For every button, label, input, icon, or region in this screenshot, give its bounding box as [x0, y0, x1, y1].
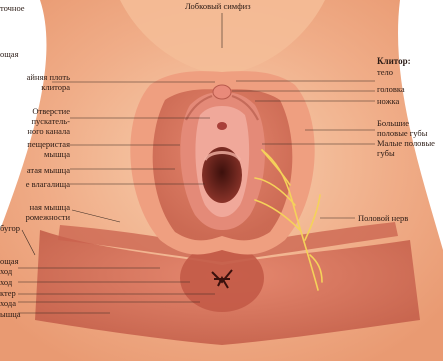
- label-pudendal-nerve: Половой нерв: [358, 214, 408, 223]
- label-left-1: ощая: [0, 50, 18, 59]
- label-left-11: ход: [0, 278, 12, 287]
- label-tuber: бугор: [0, 224, 20, 233]
- label-perineal-a: ная мышца: [30, 203, 70, 212]
- label-opening-a: Отверстие: [32, 107, 70, 116]
- label-vagina: е влагалища: [26, 180, 70, 189]
- label-clitoris-head: головка: [377, 85, 405, 94]
- label-perineal-b: ромежности: [26, 213, 70, 222]
- label-labia-minor-a: Малые половые: [377, 139, 435, 148]
- label-prepuce-b: клитора: [41, 83, 70, 92]
- label-clitoris-crus: ножка: [377, 97, 399, 106]
- label-labia-major-a: Большие: [377, 119, 409, 128]
- label-opening-c: ного канала: [27, 127, 70, 136]
- label-left-13: хода: [0, 299, 16, 308]
- label-cavernous-a: пещеристая: [27, 140, 70, 149]
- label-left-14: ышца: [0, 310, 21, 319]
- label-left-9: ощая: [0, 257, 18, 266]
- label-top-left-fragment: точное: [0, 4, 25, 13]
- label-left-10: ход: [0, 267, 12, 276]
- label-left-12: ктер: [0, 289, 16, 298]
- label-opening-b: пускатель-: [31, 117, 70, 126]
- label-muscle-5: атая мышца: [27, 166, 70, 175]
- label-symphysis: Лобковый симфиз: [185, 2, 251, 11]
- label-prepuce-a: айняя плоть: [27, 73, 70, 82]
- label-labia-minor-b: губы: [377, 149, 395, 158]
- label-labia-major-b: половые губы: [377, 129, 427, 138]
- label-clitoris-heading: Клитор:: [377, 57, 411, 66]
- label-clitoris-body: тело: [377, 68, 393, 77]
- label-cavernous-b: мышца: [44, 150, 70, 159]
